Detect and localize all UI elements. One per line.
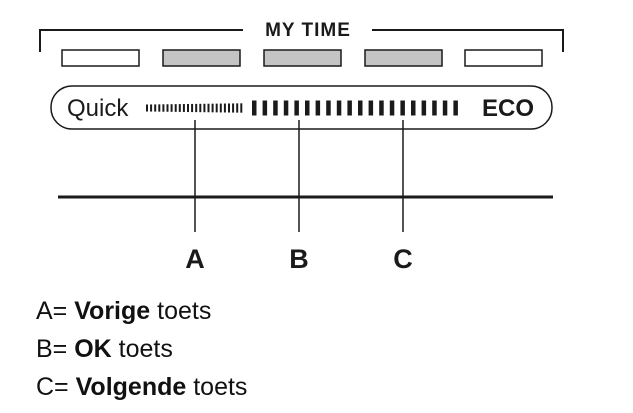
slider-tick — [368, 100, 374, 116]
slider-tick — [187, 103, 189, 113]
legend-line-a: A= Vorige toets — [36, 299, 211, 324]
panel-title: MY TIME — [265, 20, 351, 41]
slider-tick — [252, 100, 257, 116]
slider-tick — [158, 104, 161, 112]
slider-tick — [411, 100, 416, 116]
indicator-segment-2 — [162, 49, 241, 67]
slider-tick — [191, 103, 194, 113]
slider-tick — [326, 100, 331, 116]
legend-line-b: B= OK toets — [36, 337, 173, 362]
slider-tick — [347, 100, 352, 116]
slider-left-label: Quick — [67, 95, 129, 122]
slider-tick — [421, 100, 427, 116]
legend-key-b: OK — [74, 335, 112, 363]
legend-suffix-c: toets — [186, 373, 248, 401]
legend-suffix-a: toets — [150, 297, 212, 325]
slider-tick — [273, 100, 278, 116]
indicator-segment-3 — [263, 49, 342, 67]
slider-tick — [154, 104, 157, 112]
slider-tick — [215, 103, 218, 113]
slider-tick — [358, 100, 363, 116]
slider-tick — [170, 104, 173, 112]
slider-tick — [240, 103, 243, 113]
slider-tick — [442, 100, 448, 116]
indicator-segment-5 — [464, 49, 543, 67]
slider-tick — [178, 104, 181, 112]
callout-letter-b: B — [289, 244, 309, 274]
slider-pill — [50, 85, 553, 130]
callout-letter-c: C — [393, 244, 413, 274]
slider-tick — [315, 100, 321, 116]
legend-prefix-c: C= — [36, 373, 76, 401]
slider-tick — [174, 104, 177, 112]
slider-tick — [228, 103, 230, 113]
slider-tick — [262, 100, 268, 116]
slider-tick — [294, 100, 299, 116]
slider-tick — [146, 104, 148, 112]
slider-tick — [432, 100, 437, 116]
slider-tick — [150, 104, 153, 112]
slider-right-label: ECO — [482, 95, 534, 122]
indicator-segments — [61, 49, 543, 67]
slider-tick — [305, 100, 310, 116]
indicator-segment-4 — [364, 49, 443, 67]
slider-tick — [199, 103, 202, 113]
slider-tick — [236, 103, 239, 113]
slider-tick — [223, 103, 226, 113]
slider-ticks — [146, 100, 458, 116]
callout-letter-a: A — [185, 244, 205, 274]
panel-bracket — [39, 29, 564, 52]
slider-tick — [336, 100, 342, 116]
slider-tick — [203, 103, 206, 113]
slider-tick — [389, 100, 395, 116]
slider-tick — [219, 103, 222, 113]
legend-suffix-b: toets — [111, 335, 173, 363]
indicator-segment-1 — [61, 49, 140, 67]
legend-key-c: Volgende — [75, 373, 187, 401]
slider-tick — [182, 104, 185, 112]
legend-key-a: Vorige — [74, 297, 151, 325]
slider-tick — [211, 103, 214, 113]
legend-prefix-a: A= — [36, 297, 75, 325]
slider-tick — [162, 104, 165, 112]
slider-tick — [283, 100, 289, 116]
legend-line-c: C= Volgende toets — [36, 375, 247, 400]
slider-tick — [166, 104, 169, 112]
slider-tick — [232, 103, 235, 113]
legend-prefix-b: B= — [36, 335, 75, 363]
slider-tick — [195, 103, 198, 113]
slider-tick — [207, 103, 210, 113]
slider-tick — [379, 100, 384, 116]
slider-tick — [400, 100, 405, 116]
slider-tick — [453, 100, 458, 116]
